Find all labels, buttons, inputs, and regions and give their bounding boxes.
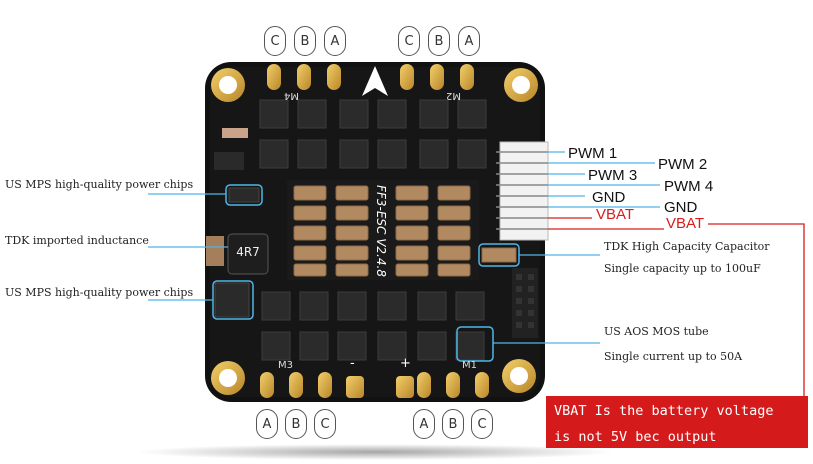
polarity-minus: - xyxy=(350,356,355,371)
pad-label: C xyxy=(398,26,420,56)
pin-label-vbat-right: VBAT xyxy=(666,215,705,232)
pad-label: B xyxy=(294,26,316,56)
polarity-plus: + xyxy=(400,356,411,371)
callout-power-chips-top: US MPS high-quality power chips xyxy=(5,178,194,191)
pad-label: B xyxy=(285,409,307,439)
callout-mos-line2: Single current up to 50A xyxy=(604,350,743,363)
callout-mos-line1: US AOS MOS tube xyxy=(604,325,709,338)
pin-label-pwm1: PWM 1 xyxy=(568,145,618,162)
direction-arrow xyxy=(362,66,388,96)
callout-lines xyxy=(148,193,600,344)
capacitor-bank xyxy=(287,180,517,280)
pin-header xyxy=(512,268,538,338)
inductor-marking: 4R7 xyxy=(236,245,260,259)
signal-connector xyxy=(496,141,549,241)
mounting-holes xyxy=(211,68,538,395)
motor-label-m3: M3 xyxy=(278,360,293,371)
pad-label: A xyxy=(413,409,435,439)
battery-pads xyxy=(346,376,414,398)
pin-label-vbat-left: VBAT xyxy=(596,206,635,223)
mosfet-chips xyxy=(259,99,487,361)
pad-label: B xyxy=(428,26,450,56)
vbat-note-line2: is not 5V bec output xyxy=(554,429,717,445)
pad-label: A xyxy=(458,26,480,56)
motor-label-m4: M4 xyxy=(284,90,299,101)
motor-label-m2: M2 xyxy=(446,90,461,101)
pad-label: A xyxy=(324,26,346,56)
callout-capacitor-line2: Single capacity up to 100uF xyxy=(604,262,761,275)
vbat-lead-lines xyxy=(548,217,805,398)
motor-solder-pads-bottom xyxy=(260,372,489,398)
pad-label: B xyxy=(442,409,464,439)
callout-inductance: TDK imported inductance xyxy=(5,234,149,247)
pad-label: C xyxy=(314,409,336,439)
power-chip-top xyxy=(228,187,260,203)
motor-solder-pads-top xyxy=(267,64,474,90)
board-model-label: FF3-ESC V2.4.8 xyxy=(374,185,388,277)
vbat-note-line1: VBAT Is the battery voltage xyxy=(554,403,774,419)
pin-label-pwm2: PWM 2 xyxy=(658,156,708,173)
callout-capacitor-line1: TDK High Capacity Capacitor xyxy=(604,240,770,253)
pin-label-pwm4: PWM 4 xyxy=(664,178,714,195)
vbat-note: VBAT Is the battery voltage is not 5V be… xyxy=(546,396,808,448)
motor-label-m1: M1 xyxy=(462,360,477,371)
pin-lead-lines xyxy=(548,151,660,208)
inductor xyxy=(206,233,269,275)
pin-label-pwm3: PWM 3 xyxy=(588,167,638,184)
power-chip-bottom xyxy=(214,282,250,318)
pin-label-gnd-left: GND xyxy=(592,189,626,206)
pad-label: C xyxy=(471,409,493,439)
pad-label: A xyxy=(256,409,278,439)
callout-power-chips-bottom: US MPS high-quality power chips xyxy=(5,286,194,299)
pin-label-gnd-right: GND xyxy=(664,199,698,216)
pad-label: C xyxy=(264,26,286,56)
